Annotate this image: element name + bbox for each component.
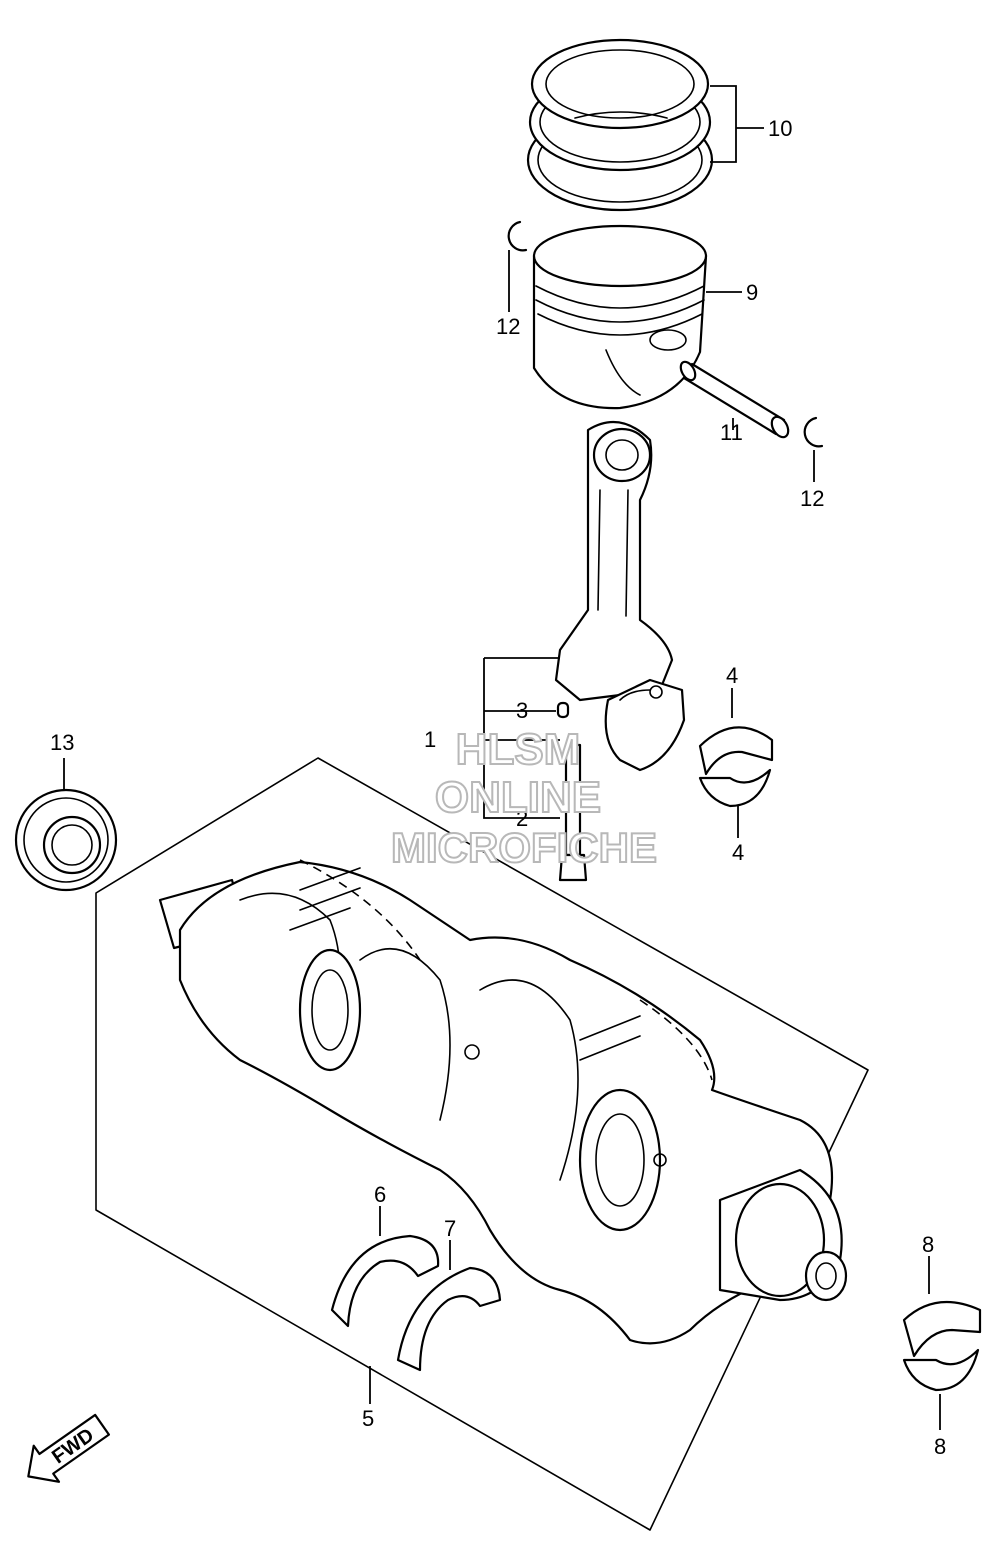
thrust-washer-6 [330, 1234, 440, 1328]
watermark-line-3: MICROFICHE [391, 824, 657, 871]
callout-13: 13 [50, 730, 74, 755]
crankshaft-assembly-outline [95, 757, 869, 1531]
callout-3: 3 [516, 698, 528, 723]
piston [532, 224, 708, 410]
callout-5: 5 [362, 1406, 374, 1431]
callout-4-bottom: 4 [732, 840, 744, 865]
callout-4-top: 4 [726, 663, 738, 688]
watermark-line-2: ONLINE [435, 773, 601, 822]
callout-11: 11 [720, 420, 743, 445]
circlip-right [803, 416, 824, 448]
callout-12-right: 12 [800, 486, 824, 511]
piston-pin [679, 360, 790, 439]
piston-rings [526, 38, 714, 212]
connecting-rod [554, 420, 686, 882]
crankshaft-bearing [902, 1300, 982, 1392]
callout-7: 7 [444, 1216, 456, 1241]
thrust-washer-7 [396, 1266, 502, 1372]
callout-8-top: 8 [922, 1232, 934, 1257]
crankshaft [158, 859, 848, 1345]
conrod-bearing [698, 726, 774, 808]
timing-sprocket [14, 788, 118, 892]
callout-1: 1 [424, 727, 436, 752]
watermark: HLSM ONLINE MICROFICHE [390, 724, 658, 872]
callout-9: 9 [746, 280, 758, 305]
callout-6: 6 [374, 1182, 386, 1207]
callout-10: 10 [768, 116, 792, 141]
callout-8-bottom: 8 [934, 1434, 946, 1459]
callout-2: 2 [516, 806, 528, 831]
watermark-line-1: HLSM [456, 725, 581, 774]
fwd-arrow-icon: FWD [27, 1413, 111, 1483]
callout-12-left: 12 [496, 314, 520, 339]
leader-lines [63, 85, 941, 1430]
circlip-left [507, 220, 528, 252]
